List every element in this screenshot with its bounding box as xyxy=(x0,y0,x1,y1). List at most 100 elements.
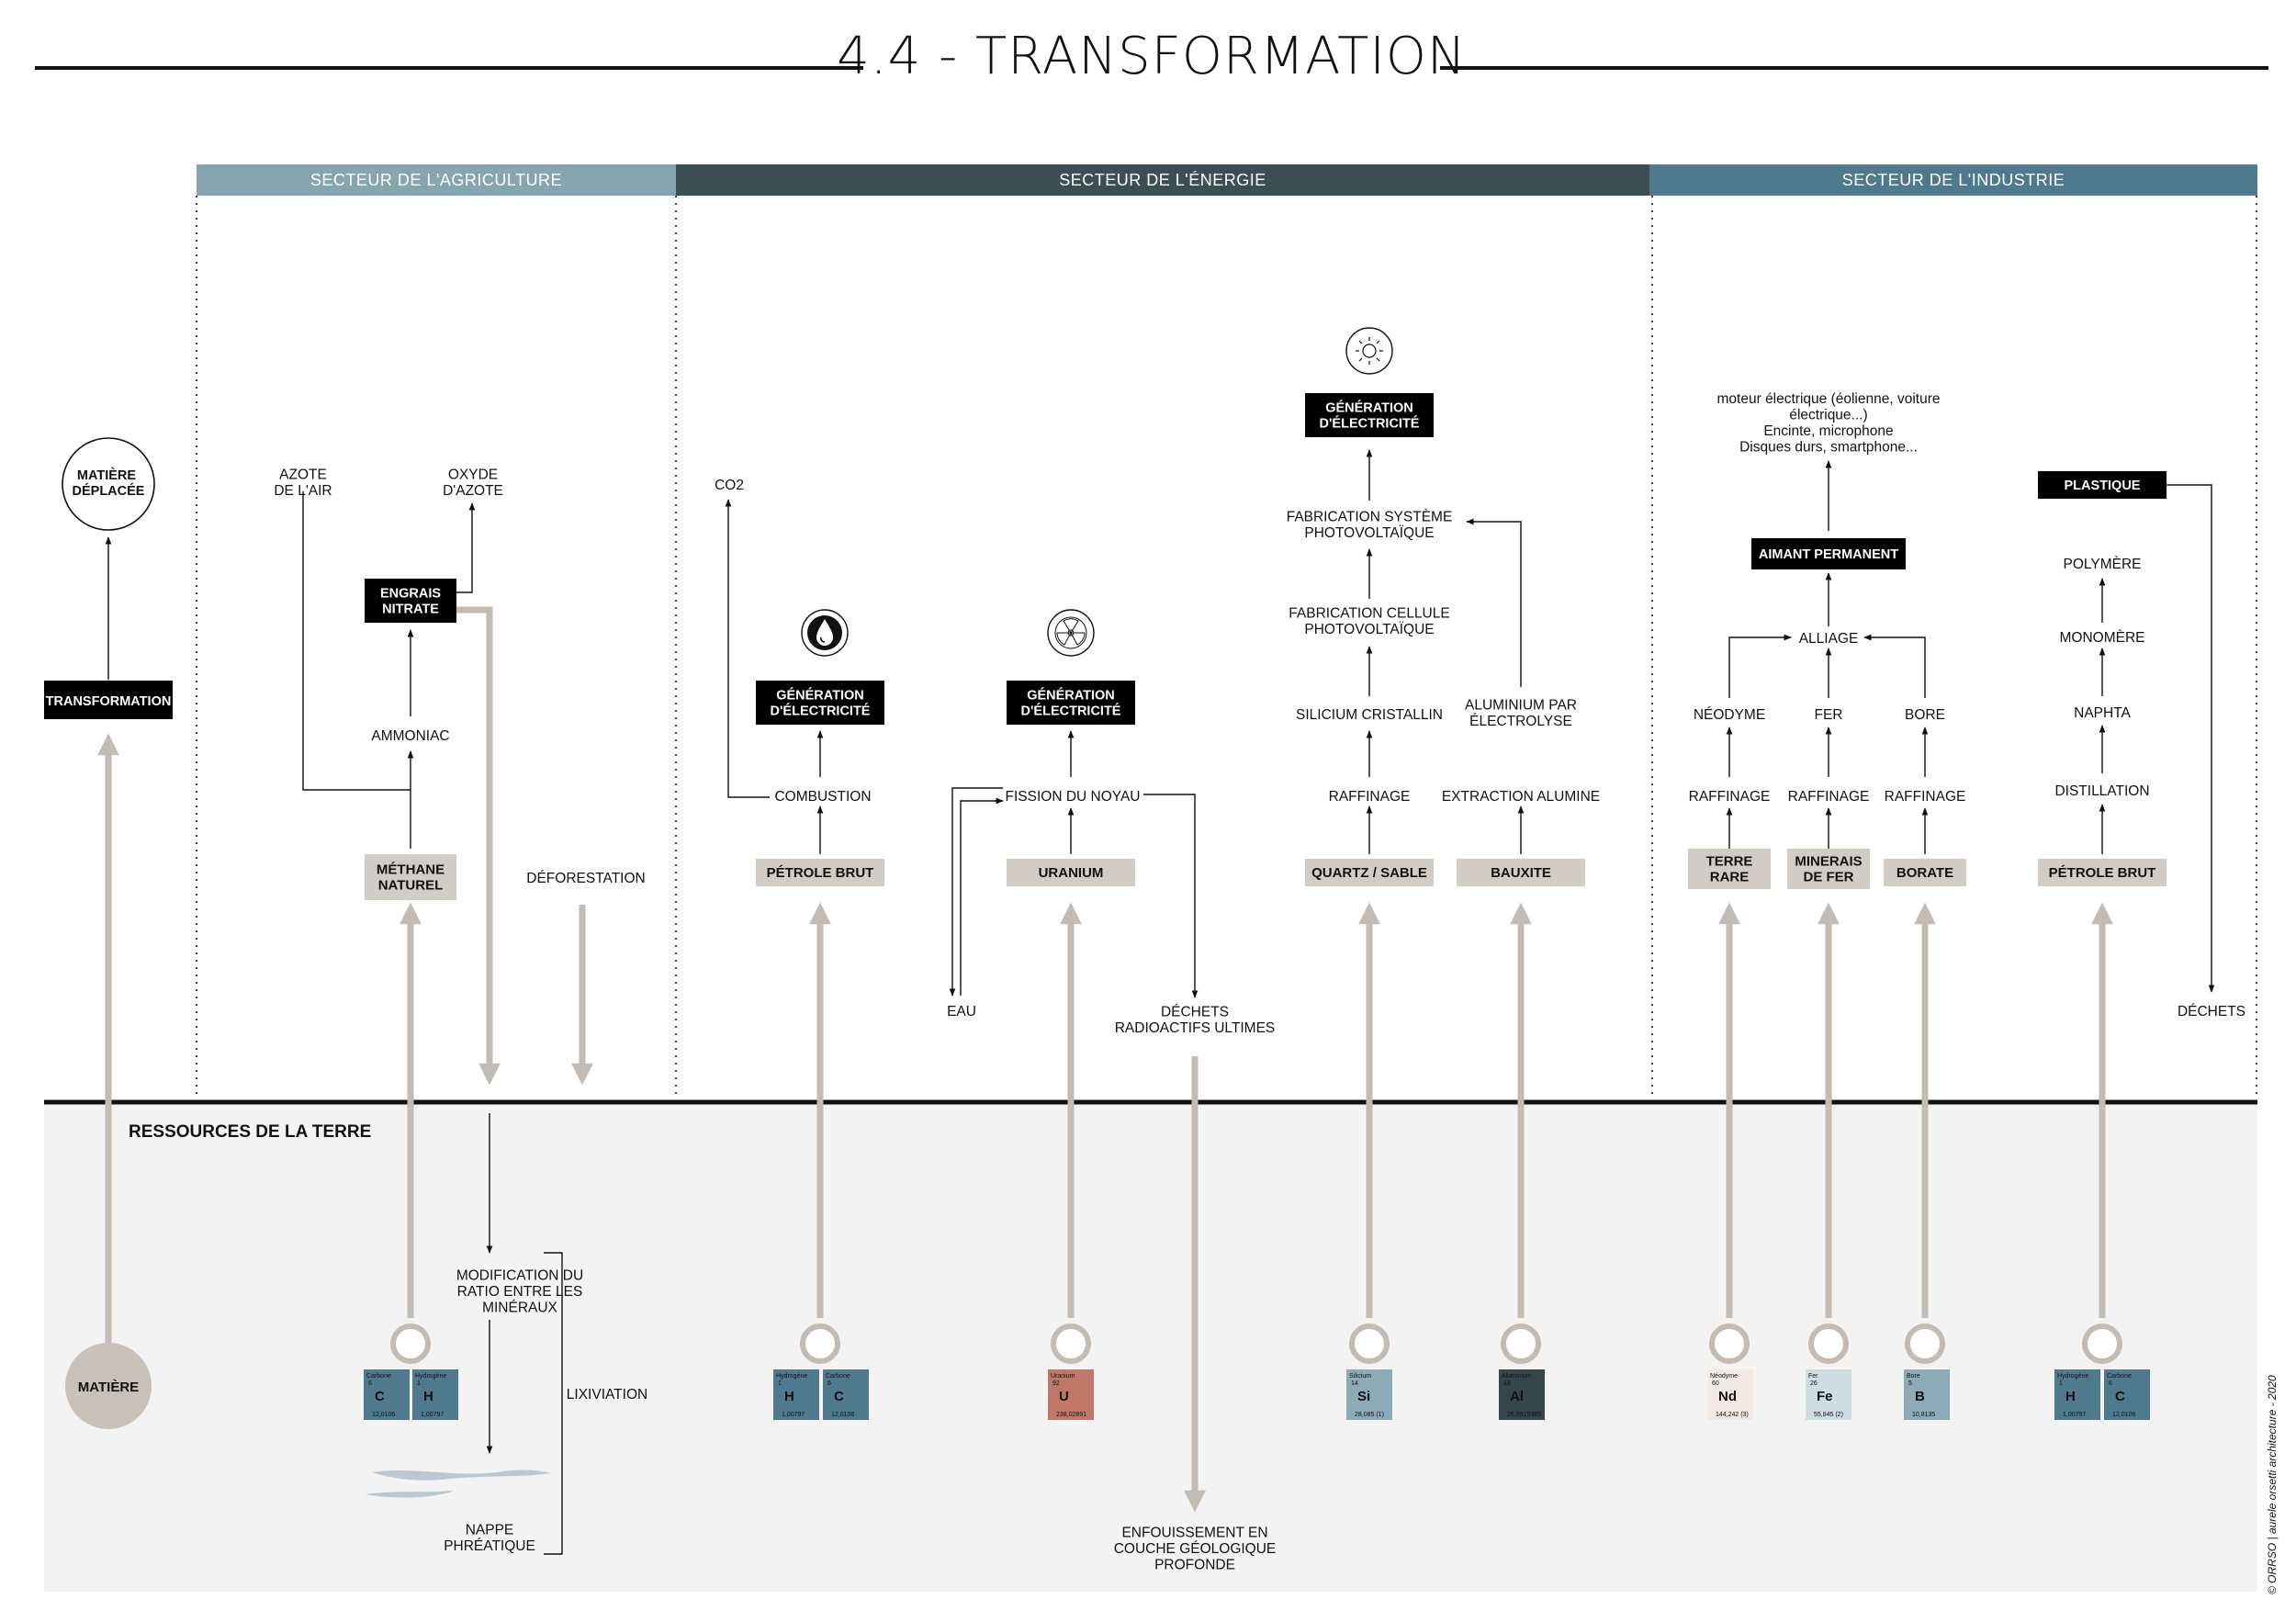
element-mass: 238,02891 xyxy=(1056,1412,1086,1418)
water-label: EAU xyxy=(947,1004,976,1019)
sector-energy-label: SECTEUR DE L'ÉNERGIE xyxy=(1059,171,1266,189)
leaching-label: LIXIVIATION xyxy=(567,1387,647,1402)
uranium-box: URANIUM xyxy=(1007,859,1135,886)
sun-icon xyxy=(1345,327,1393,375)
alumina-extraction-label: EXTRACTION ALUMINE xyxy=(1442,789,1600,805)
element-mass: 55,845 (2) xyxy=(1814,1412,1843,1418)
credit-text: © ORRSO | aurele orsetti architecture - … xyxy=(2266,1375,2279,1594)
element-name: Aluminium xyxy=(1502,1373,1532,1380)
extraction-ring xyxy=(1051,1324,1091,1364)
deforestation-label: DÉFORESTATION xyxy=(526,871,645,886)
element-mass: 12,0106 xyxy=(2112,1412,2135,1418)
industry-crude-box-label: PÉTROLE BRUT xyxy=(2049,865,2156,881)
extraction-ring xyxy=(1501,1324,1541,1364)
element-symbol: H xyxy=(2065,1389,2076,1404)
silicon-refining-label: RAFFINAGE xyxy=(1329,789,1411,805)
bauxite-box-label: BAUXITE xyxy=(1491,865,1551,881)
element-mass: 144,242 (3) xyxy=(1716,1412,1749,1418)
element-name: Néodyme xyxy=(1710,1373,1738,1380)
element-mass: 28,085 (1) xyxy=(1355,1412,1384,1418)
element-number: 1 xyxy=(417,1380,421,1387)
element-name: Bore xyxy=(1907,1373,1920,1380)
sector-header-agriculture xyxy=(197,164,676,196)
boron-label: BORE xyxy=(1905,707,1945,723)
magnet-box: AIMANT PERMANENT xyxy=(1751,538,1906,569)
naphtha-label: NAPHTA xyxy=(2074,705,2131,721)
extraction-ring xyxy=(1349,1324,1390,1364)
polymer-label: POLYMÈRE xyxy=(2064,557,2142,572)
element-name: Carbone xyxy=(2107,1373,2132,1380)
element-symbol: Nd xyxy=(1718,1389,1737,1404)
sector-agriculture-label: SECTEUR DE L'AGRICULTURE xyxy=(310,171,562,189)
element-name: Carbone xyxy=(366,1373,391,1380)
ammonia-label: AMMONIAC xyxy=(371,728,449,744)
sector-header-energy xyxy=(676,164,1649,196)
sector-boundaries xyxy=(196,196,2257,1095)
uranium-box-label: URANIUM xyxy=(1039,865,1104,881)
element-mass: 1,00797 xyxy=(782,1412,805,1418)
co2-label: CO2 xyxy=(715,478,744,493)
element-number: 1 xyxy=(778,1380,782,1387)
alloy-label: ALLIAGE xyxy=(1799,631,1859,647)
displaced-matter-circle xyxy=(62,437,155,531)
magnet-box-label: AIMANT PERMANENT xyxy=(1759,547,1898,562)
element-symbol: C xyxy=(834,1389,844,1404)
element-mass: 10,8135 xyxy=(1912,1412,1935,1418)
distillation-label: DISTILLATION xyxy=(2054,783,2149,799)
sector-industry-label: SECTEUR DE L'INDUSTRIE xyxy=(1842,171,2065,189)
element-name: Hydrogène xyxy=(415,1373,446,1380)
groundwater-waves xyxy=(366,1470,551,1498)
element-symbol: C xyxy=(2115,1389,2125,1404)
element-number: 6 xyxy=(2109,1380,2112,1387)
crystalline-silicon-label: SILICIUM CRISTALLIN xyxy=(1296,707,1443,723)
plastic-waste-label: DÉCHETS xyxy=(2178,1004,2245,1019)
displaced-matter-label: MATIÈRE DÉPLACÉE xyxy=(73,467,145,499)
element-name: Carbone xyxy=(826,1373,850,1380)
borate-box: BORATE xyxy=(1884,859,1966,886)
element-number: 13 xyxy=(1503,1380,1511,1387)
element-number: 92 xyxy=(1052,1380,1060,1387)
element-symbol: H xyxy=(423,1389,433,1404)
element-name: Fer xyxy=(1808,1373,1818,1380)
extraction-ring xyxy=(390,1324,431,1364)
fe-refining-label: RAFFINAGE xyxy=(1788,789,1870,805)
element-symbol: Si xyxy=(1357,1389,1370,1404)
oil-drop-icon xyxy=(801,609,849,657)
quartz-box: QUARTZ / SABLE xyxy=(1305,859,1434,886)
element-number: 26 xyxy=(1810,1380,1818,1387)
element-mass: 1,00797 xyxy=(2063,1412,2086,1418)
nd-refining-label: RAFFINAGE xyxy=(1689,789,1771,805)
extraction-ring xyxy=(800,1324,840,1364)
sector-header-industry xyxy=(1649,164,2257,196)
borate-box-label: BORATE xyxy=(1896,865,1953,881)
extraction-ring xyxy=(1808,1324,1849,1364)
b-refining-label: RAFFINAGE xyxy=(1885,789,1966,805)
matter-label: MATIÈRE xyxy=(78,1380,139,1395)
element-symbol: U xyxy=(1059,1389,1069,1404)
oil-crude-box-label: PÉTROLE BRUT xyxy=(767,865,874,881)
extraction-points xyxy=(390,1324,2122,1364)
